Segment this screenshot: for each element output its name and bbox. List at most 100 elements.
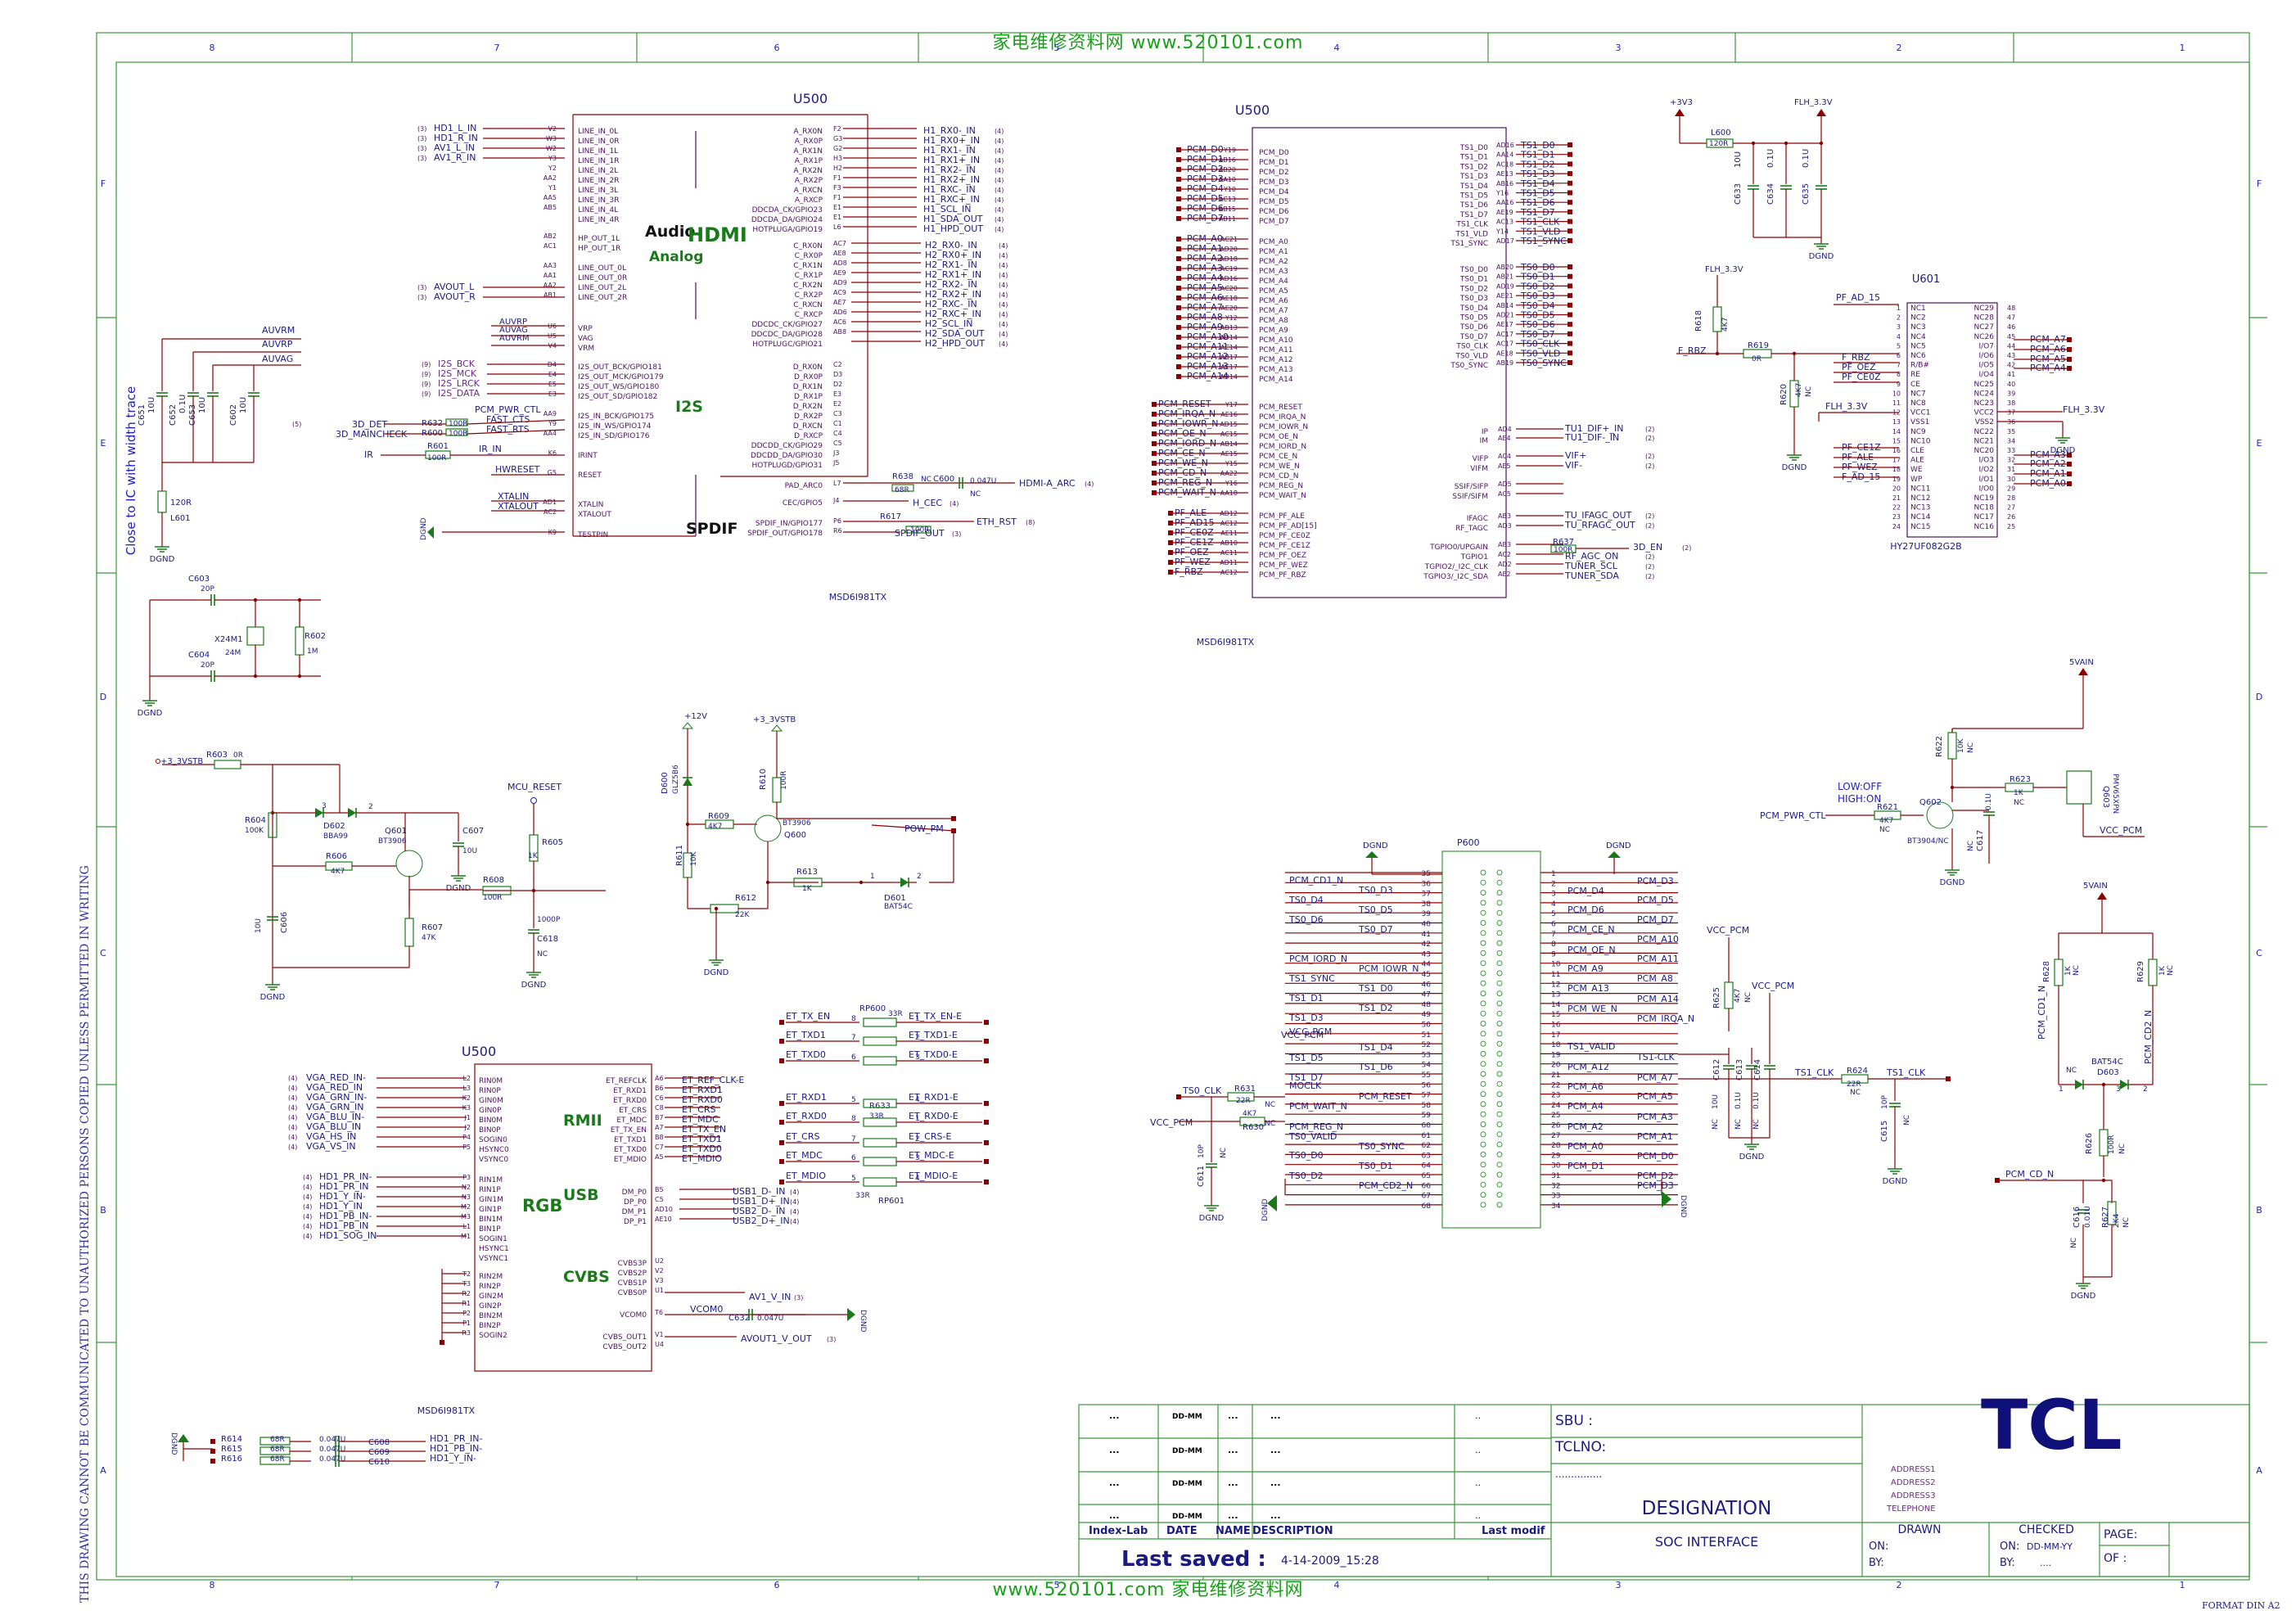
net-flag	[1176, 157, 1181, 162]
net-label: HD1_Y_IN	[319, 1201, 363, 1211]
sheet-ref: (4)	[995, 157, 1004, 165]
pin-label: TS1_D2	[1459, 163, 1488, 171]
net-label: VGA_VS_IN	[306, 1141, 356, 1152]
pin-number: 30	[1551, 1162, 1561, 1171]
ref-des: C610	[368, 1458, 390, 1467]
pin-number: AB10	[1220, 539, 1238, 547]
block-title: SPDIF	[686, 520, 738, 538]
pin-label: D_RX2N	[793, 403, 823, 411]
net-label: TS0_D7	[1520, 329, 1555, 340]
diode	[348, 808, 356, 818]
sheet-ref: (4)	[999, 331, 1008, 338]
connector-pin	[1480, 1101, 1486, 1107]
resistor	[905, 526, 931, 534]
net-label: TS0_CLK	[1182, 1085, 1222, 1096]
checked-date: DD-MM-YY	[2027, 1541, 2073, 1552]
pin-label: VRP	[578, 325, 593, 333]
net-label: VGA_RED_IN-	[306, 1072, 366, 1083]
net-label: TS1_D7	[1520, 207, 1555, 218]
ref-des: R613	[796, 868, 818, 877]
pin-label: D_RX2P	[794, 413, 823, 421]
gnd-symbol	[1662, 1191, 1671, 1207]
pin-number: AE18	[1496, 350, 1513, 357]
pin-label: NC27	[1974, 323, 1994, 332]
pin-number: 23	[1551, 1092, 1560, 1100]
pin-label: SSIF/SIFM	[1452, 493, 1488, 501]
pin-number: AC12	[1220, 569, 1238, 576]
pin-number: 32	[2007, 457, 2015, 464]
connector-pin	[1480, 930, 1486, 936]
pin-number: 53	[1422, 1051, 1431, 1059]
net-label: HD1_Y_IN-	[430, 1453, 476, 1464]
pin-label: I/O3	[1979, 457, 1995, 465]
ref-des: RP600	[859, 1004, 886, 1013]
last-saved-value: 4-14-2009_15:28	[1281, 1554, 1379, 1568]
net-label: VGA_HS_IN	[306, 1131, 356, 1142]
diode	[683, 778, 692, 786]
resistor	[2054, 959, 2064, 986]
net-flag	[1176, 1094, 1181, 1099]
pin-number: AC15	[1220, 431, 1238, 438]
resistor	[863, 1177, 897, 1187]
pin-label: LINE_OUT_2R	[578, 294, 627, 302]
sheet-ref: (2)	[1645, 512, 1654, 520]
net-flag	[1568, 238, 1572, 243]
value: 100R	[427, 454, 446, 462]
pin-number: 26	[1551, 1122, 1561, 1130]
resistor	[863, 1138, 897, 1148]
pin-number: AE11	[1220, 530, 1238, 537]
net-label: TS0_D7	[1358, 924, 1393, 935]
pin-label: TS1_VLD	[1455, 230, 1488, 238]
net-flag	[779, 1159, 784, 1164]
format-label: FORMAT DIN A2	[2202, 1600, 2280, 1611]
net-label: ET_RXD1	[786, 1092, 827, 1103]
net-label: PCM_PWR_CTL	[475, 404, 541, 415]
net-flag	[1568, 322, 1572, 327]
pin-label: TGPIO1	[1460, 553, 1488, 562]
pin-label: R/B#	[1910, 362, 1929, 370]
of-label: OF :	[2104, 1552, 2127, 1565]
pin-number: AB14	[1496, 302, 1513, 309]
net-label: USB2_D+_IN	[733, 1216, 790, 1226]
net-label: +3_3VSTB	[160, 757, 203, 766]
ref-des: C603	[188, 575, 210, 584]
address2: ADDRESS2	[1891, 1478, 1936, 1487]
nc-label: NC	[2070, 1238, 2078, 1248]
pin-label: RIN2M	[479, 1273, 503, 1281]
net-flag	[1176, 276, 1181, 281]
value: 100R	[449, 430, 467, 438]
gnd-symbol	[427, 526, 434, 539]
pin-number: 44	[1422, 961, 1432, 969]
net-flag	[1152, 451, 1157, 456]
resistor	[2148, 959, 2158, 986]
net-label: TS1_D7	[1288, 1072, 1324, 1083]
pin-number: 3	[1551, 891, 1556, 899]
net-flag	[2067, 337, 2072, 342]
net-label: TS0_D6	[1520, 319, 1555, 330]
ref-des: L600	[1711, 129, 1731, 138]
net-label: PCM_A11	[1637, 954, 1679, 964]
block-title: Analog	[649, 249, 703, 265]
pin-number: AE16	[1220, 411, 1238, 418]
revision-date: DD-MM	[1172, 1513, 1202, 1521]
pin-number: W2	[546, 145, 557, 152]
net-flag	[984, 1180, 989, 1184]
net-flag	[1568, 331, 1572, 336]
net-label: PCM_A4	[1568, 1101, 1604, 1112]
pin-number: 31	[1551, 1172, 1560, 1180]
pin-label: LINE_IN_1R	[578, 157, 619, 165]
ref-des: R629	[2136, 961, 2145, 982]
net-label: PCM_CD2_N	[2143, 1010, 2154, 1064]
pin-number: 47	[1422, 991, 1431, 999]
net-label: USB1_D+_IN	[733, 1196, 790, 1207]
net-label: TS0_D0	[1520, 262, 1555, 273]
pin-label: ALE	[1910, 457, 1924, 465]
pin-number: AC7	[833, 240, 846, 247]
net-label: PCM_PWR_CTL	[1760, 810, 1826, 821]
net-label: HDMI-A_ARC	[1019, 478, 1076, 489]
pin-label: VIFP	[1473, 455, 1489, 463]
net-label: PCM_CD1_N	[1289, 875, 1343, 886]
ref-des: C611	[1197, 1166, 1206, 1187]
pin-label: D_RX0P	[794, 373, 823, 381]
ref-des: R628	[2042, 961, 2051, 982]
